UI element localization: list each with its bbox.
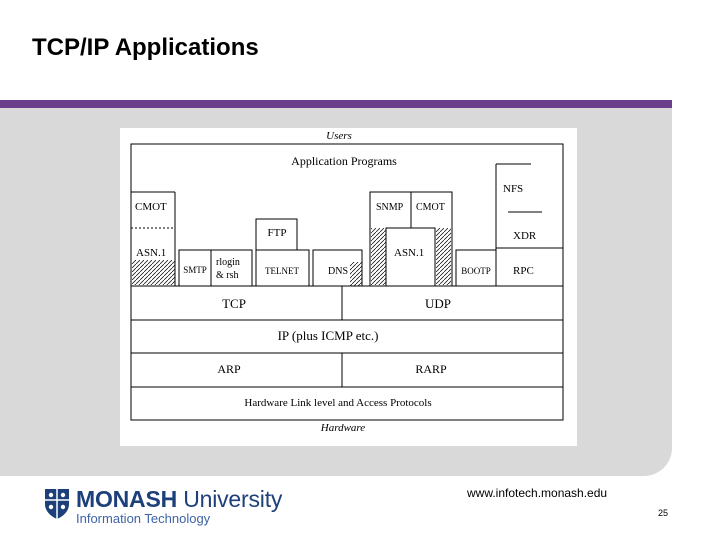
asn1-right-hatch-right	[436, 228, 451, 285]
ftp-label: FTP	[268, 227, 287, 239]
monash-crest-icon	[45, 489, 69, 519]
monash-logo: MONASH University Information Technology	[44, 486, 284, 528]
users-label: Users	[326, 130, 352, 142]
monash-brand-regular: University	[177, 486, 283, 512]
diagram-svg: Users Hardware Application Programs CMOT…	[130, 130, 564, 434]
footer-url: www.infotech.monash.edu	[467, 486, 608, 500]
nfs-label: NFS	[503, 183, 523, 195]
dns-label: DNS	[328, 266, 348, 277]
tcpip-stack-diagram: Users Hardware Application Programs CMOT…	[120, 128, 577, 446]
faculty-subtitle: Information Technology	[76, 511, 211, 526]
dns-hatch	[350, 262, 362, 286]
rsh-label: & rsh	[216, 270, 239, 281]
application-programs-label: Application Programs	[291, 154, 397, 168]
rpc-label: RPC	[513, 265, 534, 277]
rlogin-label: rlogin	[216, 257, 240, 268]
asn1-left-hatch	[132, 260, 175, 285]
asn1-right-label: ASN.1	[394, 247, 424, 259]
asn1-right-hatch-left	[371, 228, 386, 285]
telnet-label: TELNET	[265, 266, 299, 276]
rarp-label: RARP	[415, 362, 447, 376]
hardware-label: Hardware	[320, 422, 366, 434]
xdr-label: XDR	[513, 230, 537, 242]
hardware-link-label: Hardware Link level and Access Protocols	[244, 397, 431, 409]
monash-wordmark: MONASH University	[76, 486, 282, 513]
asn1-left-label: ASN.1	[136, 247, 166, 259]
cmot-left-label: CMOT	[135, 201, 167, 213]
cmot-right-label: CMOT	[416, 202, 445, 213]
title-divider-bar	[0, 100, 672, 108]
snmp-label: SNMP	[376, 202, 404, 213]
slide-title: TCP/IP Applications	[32, 34, 259, 61]
ip-label: IP (plus ICMP etc.)	[278, 328, 379, 343]
page-number: 25	[658, 508, 669, 518]
smtp-label: SMTP	[183, 265, 207, 275]
udp-label: UDP	[425, 296, 451, 311]
bootp-label: BOOTP	[461, 266, 491, 276]
monash-brand-bold: MONASH	[76, 486, 178, 512]
diagram-frame	[130, 143, 564, 421]
tcp-label: TCP	[222, 296, 246, 311]
arp-label: ARP	[217, 362, 241, 376]
